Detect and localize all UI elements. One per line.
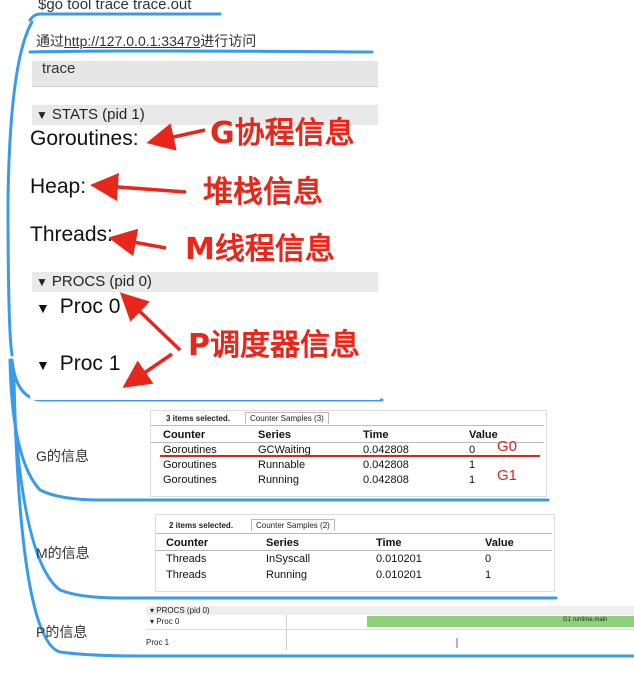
divider bbox=[146, 629, 634, 630]
table-cell: Goroutines bbox=[163, 444, 217, 456]
command-text: $go tool trace trace.out bbox=[38, 0, 192, 13]
table-cell: 0.010201 bbox=[376, 553, 422, 565]
table-cell: 0.042808 bbox=[363, 474, 409, 486]
stats-section-bar[interactable] bbox=[32, 105, 378, 125]
annotation-heap: 堆栈信息 bbox=[203, 175, 323, 210]
table-cell: 1 bbox=[485, 569, 492, 581]
collapse-triangle-icon: ▼ bbox=[36, 300, 50, 316]
goroutine-slice[interactable] bbox=[367, 616, 634, 627]
tab-counter-samples[interactable]: Counter Samples (2) bbox=[251, 519, 335, 531]
divider bbox=[286, 615, 287, 650]
divider bbox=[156, 550, 552, 551]
selection-count: 2 items selected. bbox=[169, 521, 234, 530]
table-cell: Running bbox=[258, 474, 299, 486]
col-series: Series bbox=[266, 537, 300, 549]
url-line: 通过http://127.0.0.1:33479进行访问 bbox=[36, 31, 256, 51]
col-series: Series bbox=[258, 429, 292, 441]
stats-section[interactable]: ▼STATS (pid 1) bbox=[36, 106, 145, 123]
side-label-p: P的信息 bbox=[36, 624, 88, 640]
col-time: Time bbox=[363, 429, 389, 441]
red-underline bbox=[160, 455, 540, 457]
col-counter: Counter bbox=[163, 429, 206, 441]
col-value: Value bbox=[469, 429, 498, 441]
divider bbox=[151, 442, 544, 443]
procs-header-bar bbox=[146, 606, 634, 615]
threads-counter[interactable]: Threads: bbox=[30, 223, 113, 246]
collapse-triangle-icon: ▼ bbox=[36, 108, 48, 122]
table-cell: 0 bbox=[485, 553, 492, 565]
collapse-triangle-icon: ▾ bbox=[150, 617, 155, 626]
table-cell: 0.010201 bbox=[376, 569, 422, 581]
table-cell: 1 bbox=[469, 474, 476, 486]
trace-title-bar bbox=[32, 61, 378, 87]
collapse-triangle-icon: ▾ bbox=[150, 606, 155, 615]
table-cell: 0 bbox=[469, 444, 476, 456]
proc-0-small[interactable]: ▾ Proc 0 bbox=[150, 617, 180, 626]
procs-section[interactable]: ▼PROCS (pid 0) bbox=[36, 273, 152, 290]
procs-section-bar[interactable] bbox=[32, 272, 378, 292]
divider bbox=[156, 533, 552, 534]
table-cell: GCWaiting bbox=[258, 444, 311, 456]
proc-1-row[interactable]: ▼ Proc 1 bbox=[36, 352, 121, 375]
divider bbox=[151, 425, 544, 426]
table-cell: 1 bbox=[469, 459, 476, 471]
trace-title: trace bbox=[42, 60, 76, 77]
annotation-g: G协程信息 bbox=[210, 116, 355, 151]
url-link[interactable]: http://127.0.0.1:33479 bbox=[64, 33, 201, 49]
g-counter-table bbox=[150, 410, 547, 497]
col-counter: Counter bbox=[166, 537, 209, 549]
collapse-triangle-icon: ▼ bbox=[36, 357, 50, 373]
table-cell: Threads bbox=[166, 553, 207, 565]
selection-count: 3 items selected. bbox=[166, 414, 231, 423]
m-counter-table bbox=[155, 514, 555, 592]
goroutines-counter[interactable]: Goroutines: bbox=[30, 127, 139, 150]
note-g1: G1 bbox=[497, 467, 518, 484]
proc-1-small[interactable]: Proc 1 bbox=[146, 638, 170, 647]
procs-section-small[interactable]: ▾ PROCS (pid 0) bbox=[150, 606, 210, 615]
annotation-p: P调度器信息 bbox=[188, 328, 360, 363]
table-cell: Running bbox=[266, 569, 307, 581]
collapse-triangle-icon: ▼ bbox=[36, 275, 48, 289]
slice-label: G1 runtime.main bbox=[563, 617, 608, 623]
event-marker[interactable] bbox=[456, 638, 458, 648]
side-label-m: M的信息 bbox=[36, 545, 90, 561]
proc-0-row[interactable]: ▼ Proc 0 bbox=[36, 295, 121, 318]
note-g0: G0 bbox=[497, 438, 518, 455]
col-time: Time bbox=[376, 537, 402, 549]
annotation-m: M线程信息 bbox=[185, 232, 335, 267]
col-value: Value bbox=[485, 537, 514, 549]
table-cell: Threads bbox=[166, 569, 207, 581]
heap-counter[interactable]: Heap: bbox=[30, 175, 87, 198]
url-prefix: 通过 bbox=[36, 33, 64, 49]
table-cell: InSyscall bbox=[266, 553, 311, 565]
table-cell: Goroutines bbox=[163, 474, 217, 486]
side-label-g: G的信息 bbox=[36, 448, 89, 464]
table-cell: Goroutines bbox=[163, 459, 217, 471]
table-cell: Runnable bbox=[258, 459, 306, 471]
table-cell: 0.042808 bbox=[363, 459, 409, 471]
url-suffix: 进行访问 bbox=[200, 33, 257, 49]
tab-counter-samples[interactable]: Counter Samples (3) bbox=[245, 412, 329, 424]
table-cell: 0.042808 bbox=[363, 444, 409, 456]
